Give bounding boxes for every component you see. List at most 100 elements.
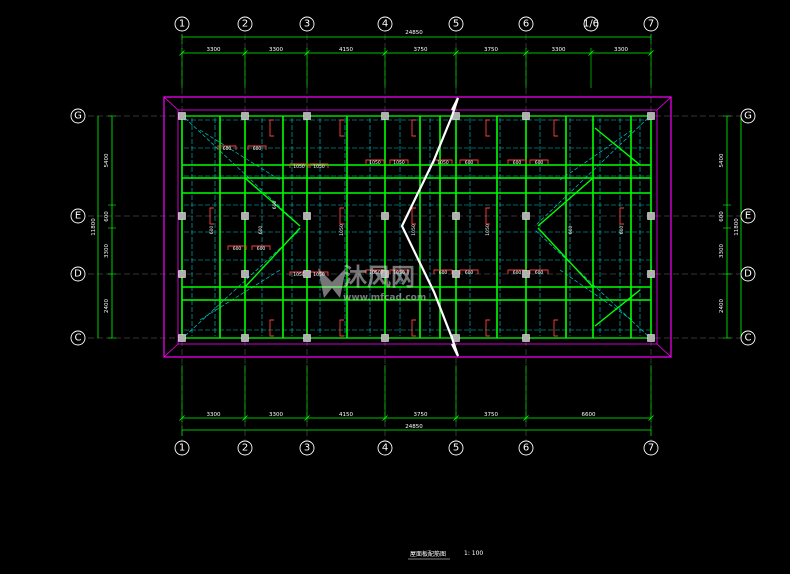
column xyxy=(647,112,655,120)
break-line-path xyxy=(400,97,460,357)
drawing-title-scale: 1: 100 xyxy=(464,550,483,557)
rebar-mark xyxy=(365,159,385,164)
column xyxy=(647,270,655,278)
rebar-mark xyxy=(459,269,479,274)
top-dim-text: 3750 xyxy=(414,47,428,53)
beam-label-band2: 600 xyxy=(513,270,522,276)
side-dim-text: 3300 xyxy=(719,244,725,258)
column xyxy=(381,212,389,220)
drawing-title: 屋面板配筋图 1: 100 xyxy=(408,550,483,560)
axis-left-G: G xyxy=(74,111,82,122)
rebar-mark-vertical xyxy=(553,319,558,337)
column xyxy=(178,112,186,120)
beam-label-vertical: 600 xyxy=(619,226,625,235)
axis-left-D-circle xyxy=(70,266,86,282)
axis-right-C-circle xyxy=(740,330,756,346)
rebar-mark-vertical xyxy=(619,207,624,225)
beam-label-band2: 600 xyxy=(439,270,448,276)
bottom-dim-slash xyxy=(304,415,310,421)
slab-line-diagonal xyxy=(559,129,633,181)
bottom-dim-text: 6600 xyxy=(582,412,596,418)
rebar-mark-vertical xyxy=(485,207,490,225)
axis-top-6-circle xyxy=(518,16,534,32)
top-dim-slash xyxy=(382,50,388,56)
axis-top-7: 7 xyxy=(648,19,654,30)
rebar-mark-vertical xyxy=(411,207,416,225)
beam-diagonal xyxy=(244,227,301,288)
column xyxy=(178,212,186,220)
column xyxy=(647,334,655,342)
side-total-text: 11800 xyxy=(91,218,97,236)
rebar-mark xyxy=(433,269,453,274)
axis-top-2: 2 xyxy=(242,19,248,30)
axis-top-4: 4 xyxy=(382,19,388,30)
rebar-mark xyxy=(529,159,549,164)
side-dim-text: 600 xyxy=(719,211,725,222)
beam-label-band2: 1050 xyxy=(293,272,305,278)
axis-top-5-circle xyxy=(448,16,464,32)
axis-top-3: 3 xyxy=(304,19,310,30)
rebar-mark-vertical xyxy=(553,119,558,137)
beam-diagonal xyxy=(537,177,594,227)
column xyxy=(178,270,186,278)
axis-left-G-circle xyxy=(70,108,86,124)
axis-right-G: G xyxy=(744,111,752,122)
column xyxy=(522,334,530,342)
beam-label-vertical: 600 xyxy=(568,226,574,235)
rebar-mark-vertical xyxy=(269,319,274,337)
axis-bottom-6: 6 xyxy=(523,443,529,454)
beam-label-band1: 1050 xyxy=(393,160,405,166)
axis-bottom-1: 1 xyxy=(179,443,185,454)
column xyxy=(241,270,249,278)
bottom-dim-text: 3750 xyxy=(414,412,428,418)
roof-corner-line xyxy=(163,343,179,358)
top-dim-slash xyxy=(179,50,185,56)
side-dim-text: 5400 xyxy=(104,153,110,167)
rebar-mark-vertical xyxy=(209,207,214,225)
top-dim-text: 4150 xyxy=(339,47,353,53)
top-dim-text: 3300 xyxy=(552,47,566,53)
side-dim-text: 3300 xyxy=(104,244,110,258)
side-total-text: 11800 xyxy=(734,218,740,236)
top-dim-text: 3300 xyxy=(207,47,221,53)
rebar-mark-vertical xyxy=(339,319,344,337)
axis-bottom-3-circle xyxy=(299,440,315,456)
column xyxy=(647,212,655,220)
rebar-mark-vertical xyxy=(485,319,490,337)
axis-bottom-5-circle xyxy=(448,440,464,456)
axis-top-extra: 1/6 xyxy=(583,19,599,30)
beam-label-vertical: 600 xyxy=(258,226,264,235)
top-dim-slash xyxy=(648,50,654,56)
top-total-text: 24850 xyxy=(405,30,423,36)
axis-top-3-circle xyxy=(299,16,315,32)
column xyxy=(522,270,530,278)
rebar-mark xyxy=(227,245,247,250)
column xyxy=(303,334,311,342)
beam-label-band1: 1050 xyxy=(437,160,449,166)
bottom-dim-slash xyxy=(382,415,388,421)
column xyxy=(303,112,311,120)
rebar-mark-vertical xyxy=(339,119,344,137)
top-dim-text: 3750 xyxy=(484,47,498,53)
side-dim-text: 600 xyxy=(104,211,110,222)
beam-diagonal xyxy=(594,127,641,166)
beam-diagonal xyxy=(244,177,301,227)
column xyxy=(381,270,389,278)
beam-diagonal xyxy=(537,227,594,288)
axis-right-C: C xyxy=(745,333,752,344)
slab-line-diagonal xyxy=(559,269,633,321)
bottom-dim-slash xyxy=(242,415,248,421)
beam-label-band2: 600 xyxy=(465,270,474,276)
column xyxy=(241,212,249,220)
rebar-mark-vertical xyxy=(411,119,416,137)
axis-left-C: C xyxy=(75,333,82,344)
rebar-mark-vertical xyxy=(411,319,416,337)
rebar-mark-vertical xyxy=(485,119,490,137)
column xyxy=(178,334,186,342)
rebar-mark xyxy=(289,163,309,168)
column xyxy=(522,212,530,220)
beam-label-band1: 600 xyxy=(535,160,544,166)
green-beams xyxy=(181,115,652,339)
axis-left-C-circle xyxy=(70,330,86,346)
